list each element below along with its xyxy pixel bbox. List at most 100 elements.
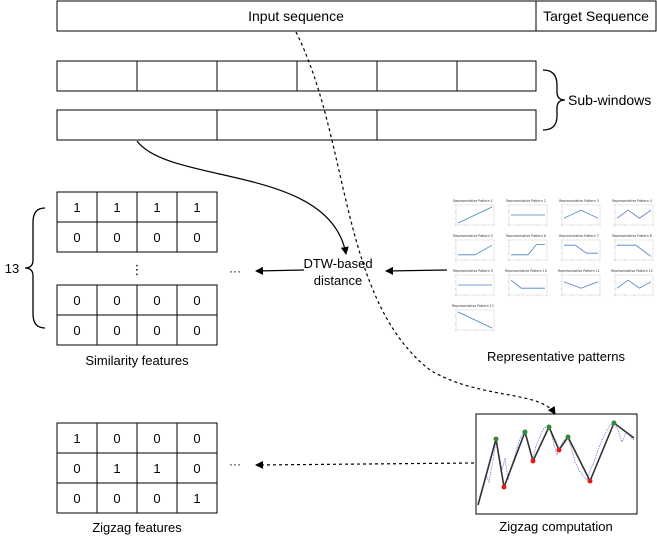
- zigzag-cell: 0: [73, 461, 80, 476]
- pattern-axes: [561, 204, 601, 226]
- trough-marker: [587, 478, 593, 484]
- patterns-to-dtw-arrow: [385, 266, 448, 275]
- similarity-cell: 0: [193, 230, 200, 245]
- zigzag-to-features-arrow: [255, 460, 475, 469]
- similarity-cell: 0: [193, 293, 200, 308]
- pattern-line: [457, 206, 493, 224]
- zigzag-cell: 0: [113, 491, 120, 506]
- pattern-title: Representative Pattern 11: [558, 269, 600, 273]
- pattern-axes: [561, 239, 601, 261]
- pattern-thumbnail: Representative Pattern 12: [611, 269, 654, 297]
- pattern-title: Representative Pattern 10: [505, 269, 547, 273]
- sub-windows-brace: [542, 69, 566, 131]
- pattern-line: [616, 279, 652, 289]
- similarity-ellipsis: ···: [229, 264, 241, 278]
- zigzag-cell: 1: [193, 491, 200, 506]
- zigzag-cell: 0: [153, 491, 160, 506]
- vertical-ellipsis: ⋮: [131, 262, 144, 277]
- pattern-line: [563, 209, 599, 219]
- pattern-line: [511, 243, 545, 256]
- pattern-line: [617, 244, 652, 257]
- target-sequence-label: Target Sequence: [543, 8, 649, 24]
- pattern-axes: [614, 204, 654, 226]
- pattern-title: Representative Pattern 2: [506, 199, 546, 203]
- representative-patterns-label: Representative patterns: [487, 349, 626, 364]
- zigzag-cell: 1: [73, 431, 80, 446]
- pattern-title: Representative Pattern 12: [611, 269, 653, 273]
- representative-patterns-grid: Representative Pattern 1 Representative P…: [452, 199, 654, 332]
- sub-windows-label: Sub-windows: [568, 92, 651, 108]
- similarity-cell: 0: [193, 323, 200, 338]
- dtw-label-line1: DTW-based: [303, 256, 372, 271]
- sub-window-row-coarse: [56, 109, 537, 141]
- pattern-line: [510, 279, 545, 289]
- pattern-thumbnail: Representative Pattern 3: [559, 199, 601, 227]
- dtw-to-similarity-arrow: [255, 266, 305, 275]
- peak-marker: [493, 436, 499, 442]
- count-brace: [24, 207, 46, 329]
- pattern-thumbnail: Representative Pattern 11: [558, 269, 601, 297]
- similarity-cell: 0: [153, 293, 160, 308]
- pattern-thumbnail: Representative Pattern 5: [453, 234, 495, 262]
- similarity-features-label: Similarity features: [85, 353, 189, 368]
- pattern-title: Representative Pattern 6: [506, 234, 546, 238]
- pattern-line: [457, 311, 493, 329]
- pattern-title: Representative Pattern 4: [612, 199, 652, 203]
- pattern-title: Representative Pattern 3: [559, 199, 599, 203]
- pattern-thumbnail: Representative Pattern 7: [559, 234, 601, 262]
- zigzag-cell: 1: [153, 461, 160, 476]
- pattern-title: Representative Pattern 9: [453, 269, 493, 273]
- pattern-axes: [508, 274, 548, 296]
- similarity-cell: 0: [73, 230, 80, 245]
- count-label: 13: [5, 261, 19, 276]
- pattern-thumbnail: Representative Pattern 13: [452, 304, 495, 332]
- peak-marker: [565, 434, 571, 440]
- pattern-title: Representative Pattern 1: [453, 199, 493, 203]
- similarity-cell: 0: [113, 293, 120, 308]
- similarity-cell: 0: [73, 293, 80, 308]
- pattern-thumbnail: Representative Pattern 6: [506, 234, 548, 262]
- dtw-label-line2: distance: [314, 273, 362, 288]
- pattern-title: Representative Pattern 5: [453, 234, 493, 238]
- zigzag-cell: 0: [113, 431, 120, 446]
- similarity-matrix: 1 1 1 1 0 0 0 0 0 0 0 0 0 0 0 0: [56, 191, 218, 346]
- similarity-cell: 0: [73, 323, 80, 338]
- similarity-cell: 1: [193, 200, 200, 215]
- pattern-title: Representative Pattern 7: [559, 234, 599, 238]
- similarity-cell: 0: [113, 230, 120, 245]
- trough-marker: [501, 484, 507, 490]
- zigzag-plot: [475, 413, 638, 515]
- pattern-axes: [561, 274, 601, 296]
- similarity-cell: 0: [113, 323, 120, 338]
- zigzag-cell: 0: [193, 431, 200, 446]
- similarity-cell: 0: [153, 323, 160, 338]
- pattern-axes: [455, 239, 495, 261]
- trough-marker: [530, 458, 536, 464]
- pattern-axes: [614, 274, 654, 296]
- pattern-thumbnail: Representative Pattern 8: [612, 234, 654, 262]
- pattern-line: [563, 281, 599, 289]
- pattern-line: [564, 244, 598, 254]
- input-sequence-label: Input sequence: [248, 8, 344, 24]
- peak-marker: [522, 429, 528, 435]
- sub-window-row-fine: [56, 60, 537, 92]
- pattern-line: [616, 209, 652, 219]
- pattern-line: [458, 244, 493, 256]
- pattern-title: Representative Pattern 13: [452, 304, 494, 308]
- sequence-bar: Input sequence Target Sequence: [56, 0, 657, 32]
- pattern-thumbnail: Representative Pattern 4: [612, 199, 654, 227]
- similarity-cell: 1: [73, 200, 80, 215]
- zigzag-features-label: Zigzag features: [92, 520, 182, 535]
- trough-marker: [556, 447, 562, 453]
- peak-marker: [611, 420, 617, 426]
- similarity-cell: 1: [113, 200, 120, 215]
- similarity-cell: 0: [153, 230, 160, 245]
- peak-marker: [546, 424, 552, 430]
- similarity-cell: 1: [153, 200, 160, 215]
- pattern-thumbnail: Representative Pattern 1: [453, 199, 495, 227]
- pattern-thumbnail: Representative Pattern 9: [453, 269, 495, 297]
- zigzag-ellipsis: ···: [229, 457, 241, 471]
- pattern-thumbnail: Representative Pattern 10: [505, 269, 548, 297]
- input-to-zigzag-arrow: [295, 31, 556, 415]
